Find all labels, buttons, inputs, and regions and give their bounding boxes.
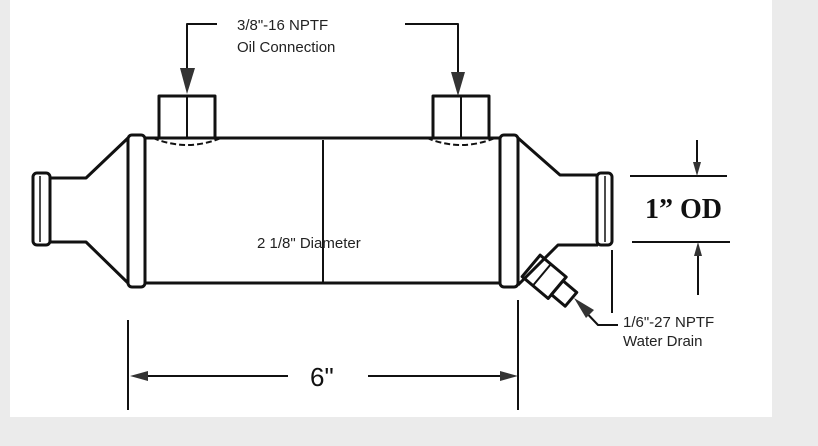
arrow-left-icon [130,371,148,381]
left-end-cap [31,136,130,285]
diameter-label: 2 1/8" Diameter [257,235,361,252]
oil-connection-leaders [186,23,459,75]
drawing-sheet [10,0,772,417]
left-oil-fitting [152,94,222,146]
water-drain-label: Water Drain [623,333,702,350]
od-label: 1” OD [645,194,722,225]
arrowheads [130,68,702,381]
arrow-down-icon [180,68,195,94]
left-flange [126,133,147,289]
od-dimension [611,140,730,313]
arrow-upleft-icon [574,298,594,318]
cylinder-body [145,136,500,285]
length-label: 6" [310,362,334,392]
arrow-down-icon [693,162,701,176]
oil-connection-label: Oil Connection [237,39,335,56]
oil-connection-size: 3/8"-16 NPTF [237,17,328,34]
arrow-up-icon [694,242,702,256]
length-dimension [127,300,519,410]
right-flange [498,133,520,289]
arrow-right-icon [500,371,518,381]
right-end-cap [516,136,614,287]
arrow-down-icon [451,72,465,96]
water-drain-size: 1/6"-27 NPTF [623,314,714,331]
water-drain-fitting [520,253,579,308]
right-oil-fitting [426,94,496,146]
